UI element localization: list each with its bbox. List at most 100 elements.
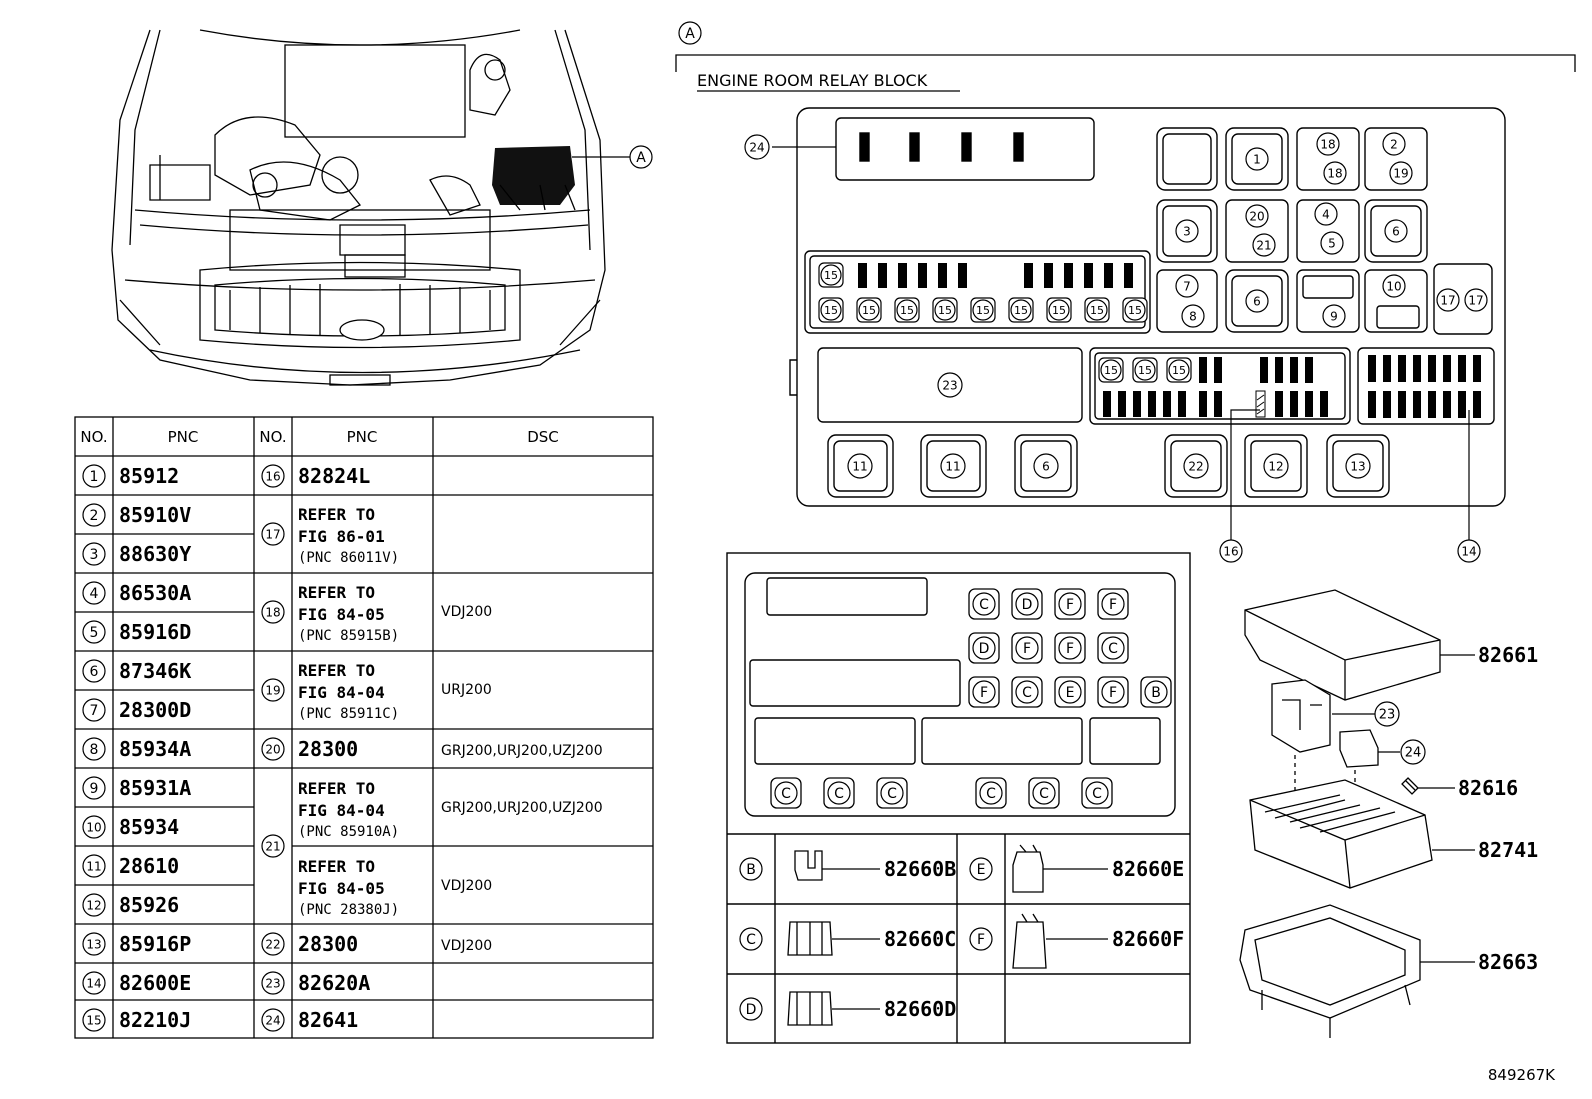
- relay-label-l17b: 17: [1468, 293, 1483, 307]
- relay-label-l1-circle: [1245, 147, 1269, 171]
- left-row-no-12-circle: [82, 893, 106, 917]
- right-row-no-23-circle: [261, 971, 285, 995]
- exploded-callout-23: 23: [1379, 708, 1396, 723]
- header-no-left: NO.: [80, 428, 107, 446]
- right-row-no-21-merged-circle: [261, 834, 285, 858]
- fuse15-label-11: 15: [1138, 364, 1152, 377]
- conn-bottom-5-circle: [1085, 781, 1109, 805]
- right-row-pnc-19-line-1: FIG 84-04: [298, 683, 385, 702]
- left-row-pnc-7: 28300D: [119, 698, 191, 722]
- right-row-pnc-17-line-1: FIG 86-01: [298, 527, 385, 546]
- relay-label-l5: 5: [1328, 236, 1336, 250]
- left-row-no-2-circle: [82, 503, 106, 527]
- connector-panel: [726, 552, 1191, 1044]
- fuse15-label-5: 15: [976, 304, 990, 317]
- relay-label-l17a: 17: [1440, 293, 1455, 307]
- left-row-pnc-13: 85916P: [119, 932, 191, 956]
- right-row-pnc-20: 28300: [298, 737, 358, 761]
- relay-label-l17b-circle: [1464, 288, 1488, 312]
- relay-label-l3: 3: [1183, 224, 1191, 238]
- fuse15-label-1-circle: [820, 299, 842, 321]
- relay-label-l6b: 6: [1253, 294, 1261, 308]
- callout-a-engine: [629, 145, 653, 169]
- right-row-no-21-merged: 21: [265, 839, 280, 853]
- legend-key-D-circle: [739, 997, 763, 1021]
- right-row-pnc-21b-line-1: FIG 84-05: [298, 879, 385, 898]
- relay-label-l6a: 6: [1392, 224, 1400, 238]
- right-row-pnc-21b-line-0: REFER TO: [298, 857, 375, 876]
- right-row-pnc-24: 82641: [298, 1008, 358, 1032]
- conn-bottom-2: C: [887, 786, 897, 802]
- header-dsc: DSC: [527, 428, 559, 446]
- header-pnc-left: PNC: [168, 428, 199, 446]
- conn-r1-0-circle: [972, 592, 996, 616]
- conn-r3-0-circle: [972, 680, 996, 704]
- relay-label-l23: 23: [942, 378, 957, 392]
- relay-label-l11b-circle: [940, 453, 966, 479]
- left-row-pnc-8: 85934A: [119, 737, 191, 761]
- left-row-no-3-circle: [82, 542, 106, 566]
- fuse15-label-10-circle: [1100, 359, 1122, 381]
- conn-r1-0: C: [979, 597, 989, 613]
- right-row-no-16: 16: [265, 469, 280, 483]
- relay-label-l22-circle: [1183, 453, 1209, 479]
- engine-bay-illustration: [111, 29, 606, 386]
- left-row-no-7-circle: [82, 698, 106, 722]
- legend-key-C-circle: [739, 927, 763, 951]
- relay-label-l1: 1: [1253, 152, 1261, 166]
- relay-label-l16: 16: [1223, 544, 1238, 558]
- relay-label-l23-circle: [937, 372, 963, 398]
- exploded-pnc-bolt: 82616: [1458, 776, 1518, 800]
- right-row-dsc-19: URJ200: [441, 682, 492, 698]
- relay-block-title: ENGINE ROOM RELAY BLOCK: [697, 71, 928, 90]
- left-row-no-5-circle: [82, 620, 106, 644]
- right-row-pnc-22: 28300: [298, 932, 358, 956]
- header-pnc-right: PNC: [347, 428, 378, 446]
- relay-label-l6c: 6: [1042, 459, 1050, 473]
- right-row-no-16-circle: [261, 464, 285, 488]
- fuse15-label-7-circle: [1048, 299, 1070, 321]
- callout-a-engine-label: A: [636, 150, 646, 166]
- connector-icons: [787, 844, 1047, 1026]
- left-row-no-9: 9: [90, 781, 99, 797]
- fuse15-label-3: 15: [900, 304, 914, 317]
- relay-label-l24-circle: [744, 134, 770, 160]
- relay-label-l13-circle: [1345, 453, 1371, 479]
- conn-r2-1: F: [1023, 641, 1031, 657]
- fuse15-label-11-circle: [1134, 359, 1156, 381]
- figure-id: 849267K: [1488, 1066, 1556, 1084]
- conn-r2-0-circle: [972, 636, 996, 660]
- parts-table: [74, 416, 654, 1039]
- legend-key-B-circle: [739, 857, 763, 881]
- relay-label-l10-circle: [1382, 274, 1406, 298]
- conn-r3-4: B: [1151, 685, 1161, 701]
- fuse15-label-8-circle: [1086, 299, 1108, 321]
- relay-label-l11a: 11: [852, 459, 867, 473]
- exploded-callout-24-circle: [1400, 739, 1426, 765]
- relay-label-l21-circle: [1252, 233, 1276, 257]
- relay-label-l6a-circle: [1384, 219, 1408, 243]
- exploded-pnc-lower: 82663: [1478, 950, 1538, 974]
- left-row-no-15-circle: [82, 1008, 106, 1032]
- fuse15-label-1: 15: [824, 304, 838, 317]
- relay-label-l19-circle: [1389, 161, 1413, 185]
- right-row-pnc-18-line-0: REFER TO: [298, 583, 375, 602]
- relay-label-l18a: 18: [1320, 137, 1335, 151]
- legend-key-E: E: [977, 862, 986, 878]
- conn-bottom-5: C: [1092, 786, 1102, 802]
- left-row-pnc-9: 85931A: [119, 776, 191, 800]
- right-row-dsc-21b: VDJ200: [441, 878, 492, 894]
- fuse15-label-6: 15: [1014, 304, 1028, 317]
- relay-label-l6b-circle: [1245, 289, 1269, 313]
- right-row-pnc-17-line-2: (PNC 86011V): [298, 550, 399, 566]
- exploded-callout-23-circle: [1374, 701, 1400, 727]
- legend-key-D: D: [746, 1002, 757, 1018]
- conn-bottom-0-circle: [774, 781, 798, 805]
- right-row-pnc-17-line-0: REFER TO: [298, 505, 375, 524]
- exploded-view: [1239, 589, 1475, 1038]
- header-no-right: NO.: [259, 428, 286, 446]
- conn-r1-1-circle: [1015, 592, 1039, 616]
- conn-r1-2: F: [1066, 597, 1074, 613]
- right-row-pnc-18-line-2: (PNC 85915B): [298, 628, 399, 644]
